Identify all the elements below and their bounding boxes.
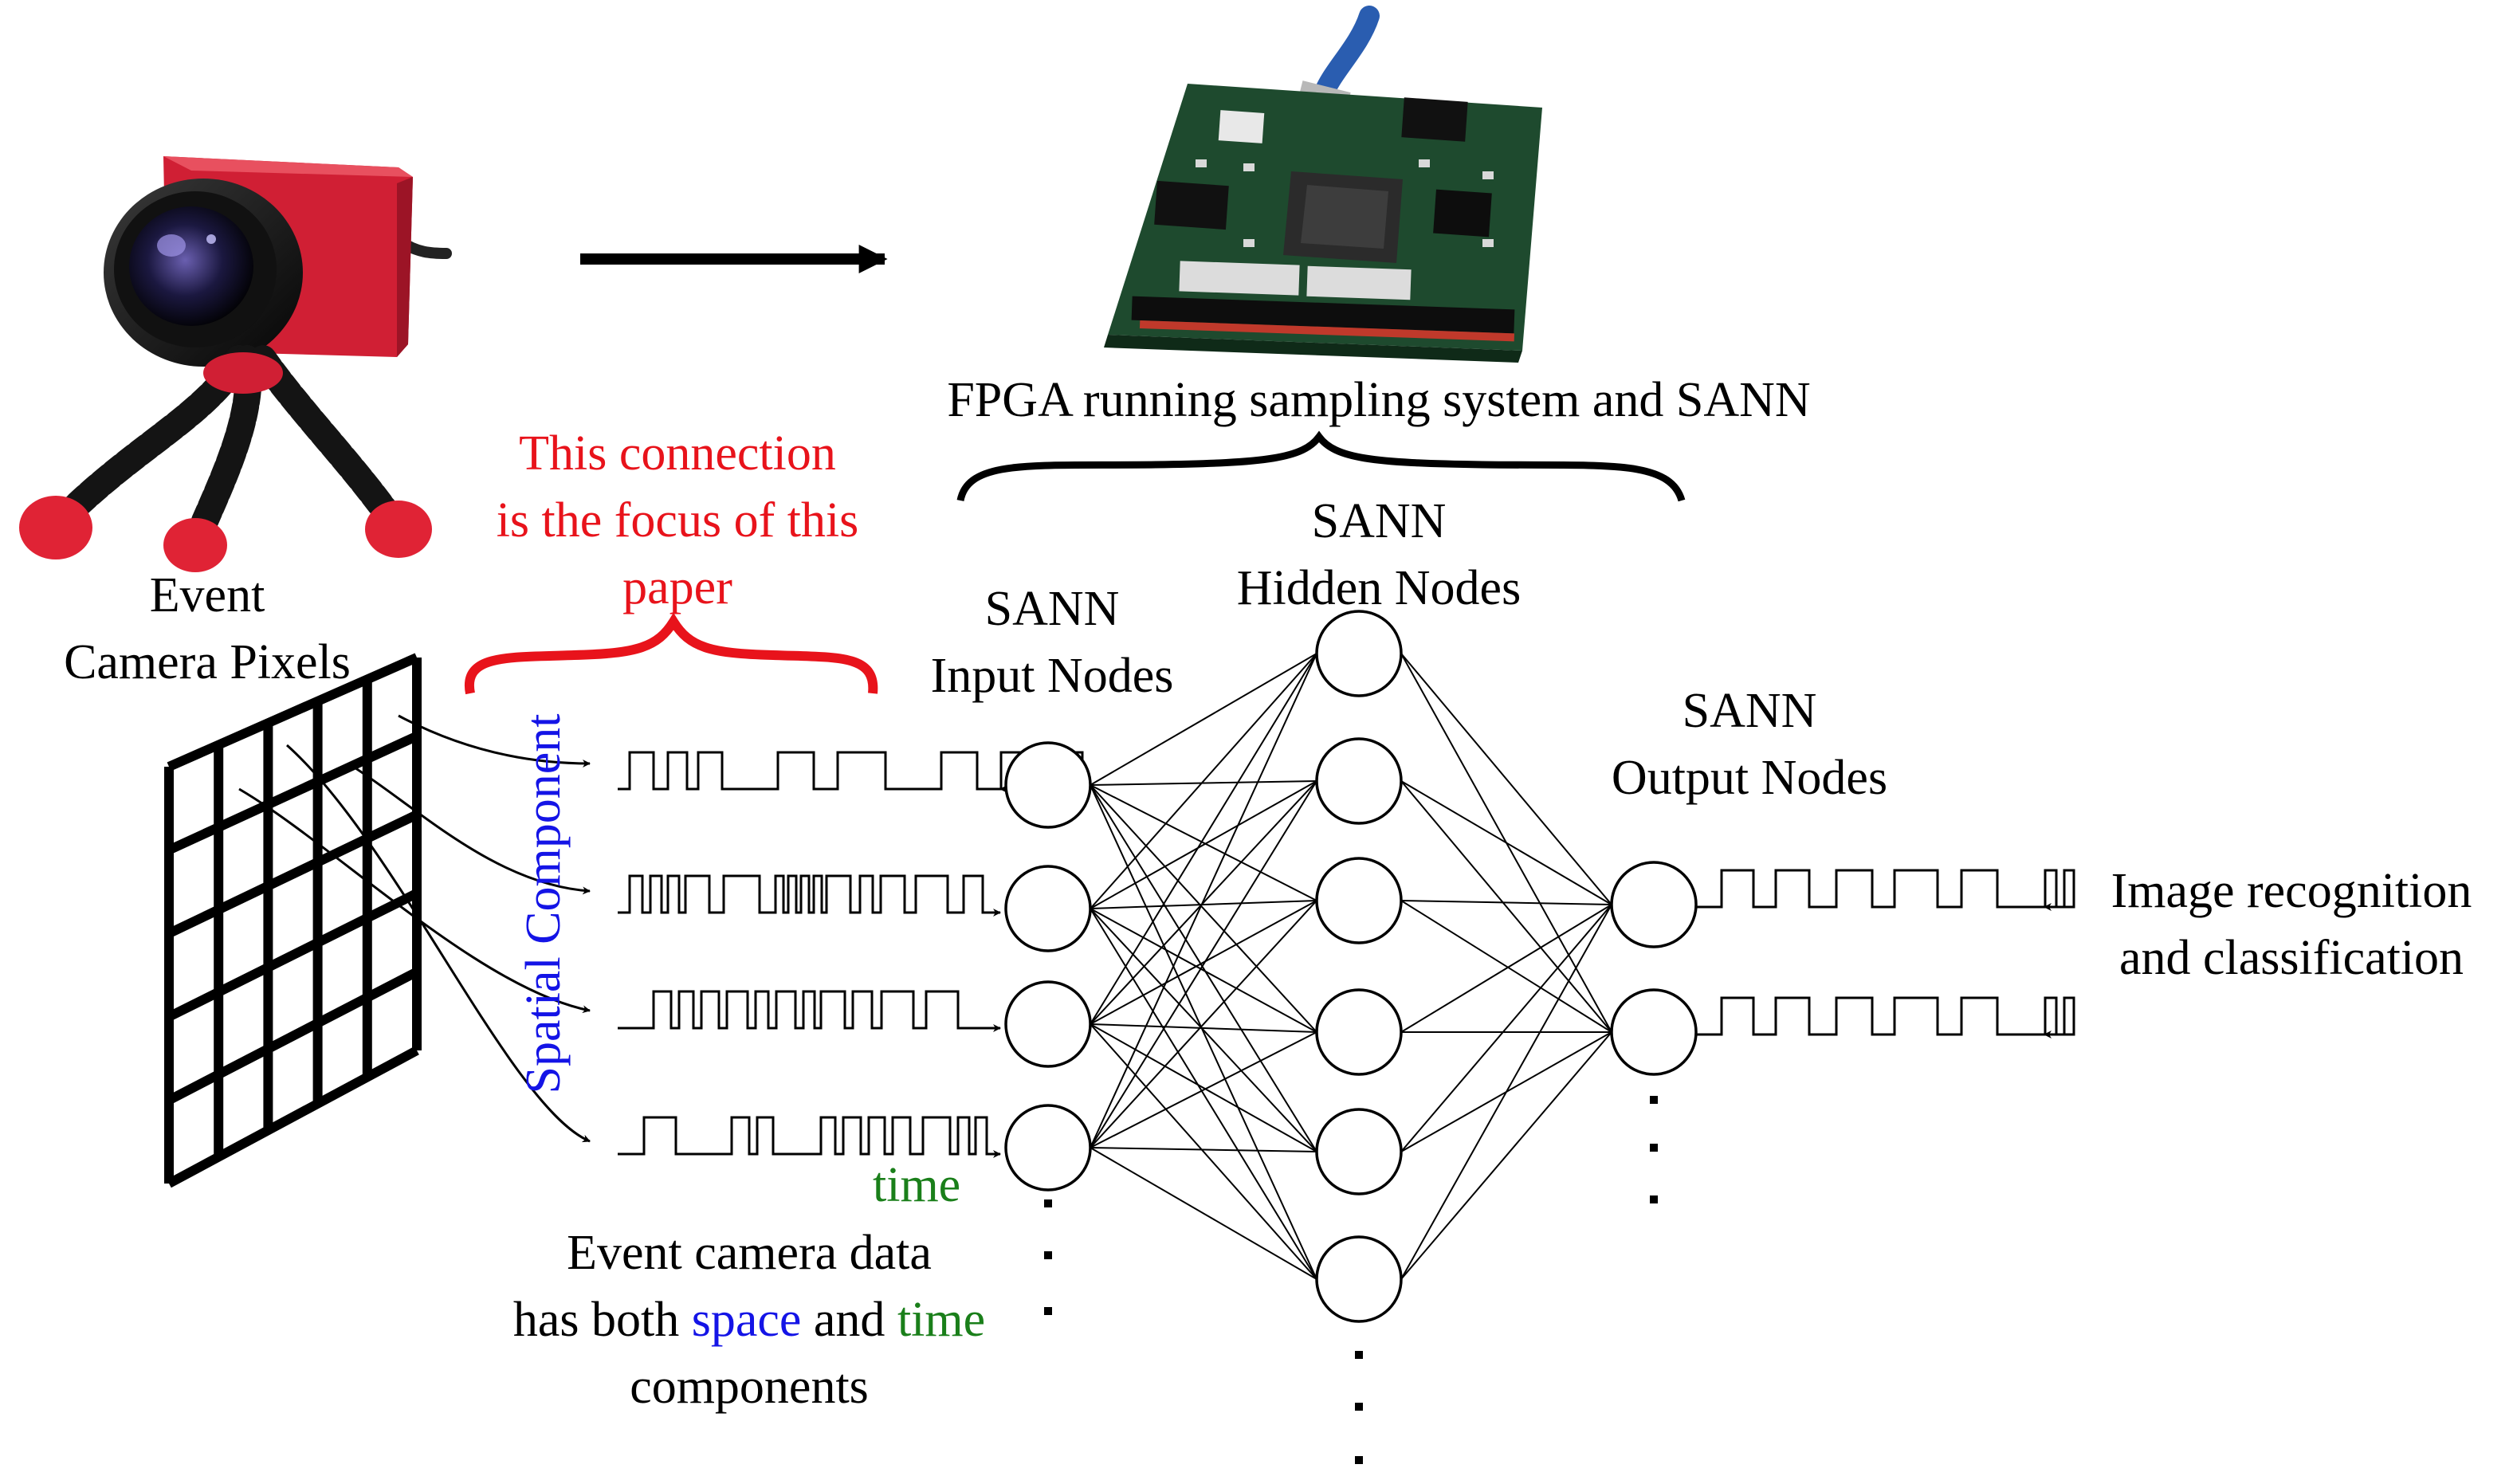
input-hidden-edge: [1090, 1147, 1317, 1280]
hidden-output-edge: [1400, 780, 1612, 1033]
spike-train-output-1: [1690, 869, 2075, 911]
input-node-4: [1004, 1104, 1092, 1192]
ellipsis-dot: [1650, 1195, 1658, 1203]
hidden-output-edge: [1400, 900, 1612, 905]
input-hidden-edge: [1090, 784, 1317, 901]
input-hidden-edge: [1090, 908, 1317, 1033]
grid-row-line: [167, 810, 419, 938]
input-hidden-edge: [1090, 653, 1317, 786]
pixel-arrow: [350, 764, 591, 895]
input-hidden-edge: [1090, 900, 1317, 1148]
output-node-1: [1610, 861, 1698, 948]
result-label: Image recognition and classification: [2111, 864, 2472, 985]
grid-row-line: [167, 968, 419, 1105]
spike-train-output-2: [1690, 996, 2075, 1038]
hidden-output-edge: [1400, 904, 1612, 1280]
input-hidden-edge: [1090, 908, 1317, 1152]
input-hidden-edge: [1090, 784, 1317, 1152]
ellipsis-dot: [1044, 1251, 1052, 1259]
input-hidden-edge: [1090, 1023, 1317, 1033]
network-connections: [1090, 653, 1612, 1280]
input-hidden-edge: [1090, 780, 1317, 1025]
input-hidden-edge: [1090, 908, 1317, 1280]
grid-row-line: [167, 653, 419, 771]
hidden-output-edge: [1400, 653, 1612, 905]
hidden-node-2: [1315, 737, 1403, 825]
network-nodes: [1004, 610, 1698, 1323]
spike-train-input-3: [618, 990, 1001, 1032]
grid-row-line: [167, 732, 419, 855]
hidden-output-edge: [1400, 1031, 1612, 1280]
hidden-output-edge: [1400, 904, 1612, 1152]
input-node-3: [1004, 980, 1092, 1068]
input-hidden-edge: [1090, 1031, 1317, 1148]
fpga-board-icon: [1104, 6, 1542, 363]
input-hidden-edge: [1090, 784, 1317, 1280]
ellipsis-dot: [1355, 1403, 1363, 1411]
input-hidden-edge: [1090, 1147, 1317, 1152]
event-camera-pixel-grid: [164, 653, 422, 1188]
input-hidden-edge: [1090, 653, 1317, 1025]
spike-trains: [618, 751, 2075, 1158]
spatial-component-label: Spatial Component: [516, 713, 571, 1094]
input-hidden-edge: [1090, 784, 1317, 1033]
hidden-node-3: [1315, 857, 1403, 944]
input-node-1: [1004, 741, 1092, 829]
pixel-arrow: [398, 714, 591, 768]
event-data-description: Event camera data has both space and tim…: [512, 1226, 986, 1414]
pixel-arrow: [286, 744, 591, 1143]
focus-label: This connection is the focus of this pap…: [496, 426, 859, 614]
ellipsis-dot: [1355, 1456, 1363, 1464]
ellipsis-dot: [1355, 1351, 1363, 1359]
time-label: time: [873, 1158, 961, 1212]
grid-row-line: [167, 1046, 419, 1188]
pixel-to-spike-arrows: [238, 714, 591, 1143]
hidden-node-5: [1315, 1108, 1403, 1195]
pixel-arrow: [238, 787, 591, 1014]
event-camera-icon: [19, 156, 452, 572]
input-hidden-edge: [1090, 1023, 1317, 1152]
hidden-nodes-label: SANN Hidden Nodes: [1236, 494, 1522, 615]
event-data-text-b: and: [801, 1293, 897, 1347]
hidden-node-4: [1315, 988, 1403, 1076]
event-data-text-a: has both: [512, 1293, 692, 1347]
hidden-output-edge: [1400, 900, 1612, 1033]
input-hidden-edge: [1090, 780, 1317, 909]
fpga-label: FPGA running sampling system and SANN: [947, 373, 1811, 427]
hidden-node-1: [1315, 610, 1403, 697]
ellipsis-dots: [1044, 1096, 1658, 1464]
fpga-brace: [956, 430, 1686, 502]
event-camera-pixels-label: Event Camera Pixels: [64, 568, 351, 689]
ellipsis-dot: [1650, 1096, 1658, 1104]
input-hidden-edge: [1090, 780, 1317, 1148]
ellipsis-dot: [1044, 1199, 1052, 1207]
input-hidden-edge: [1090, 780, 1317, 786]
focus-brace: [464, 612, 878, 695]
output-nodes-label: SANN Output Nodes: [1611, 684, 1888, 805]
input-nodes-label: SANN Input Nodes: [930, 582, 1174, 703]
input-hidden-edge: [1090, 653, 1317, 1148]
input-node-2: [1004, 865, 1092, 952]
hidden-output-edge: [1400, 780, 1612, 905]
input-hidden-edge: [1090, 900, 1317, 1025]
ellipsis-dot: [1044, 1307, 1052, 1315]
grid-row-line: [167, 889, 419, 1022]
space-word: space: [691, 1293, 802, 1347]
input-hidden-edge: [1090, 653, 1317, 909]
ellipsis-dot: [1650, 1144, 1658, 1152]
time-word: time: [897, 1293, 986, 1347]
hidden-node-6: [1315, 1235, 1403, 1323]
input-hidden-edge: [1090, 900, 1317, 909]
spike-train-input-2: [618, 874, 1001, 917]
output-node-2: [1610, 988, 1698, 1076]
hidden-output-edge: [1400, 904, 1612, 1033]
spike-train-input-4: [618, 1116, 1001, 1158]
